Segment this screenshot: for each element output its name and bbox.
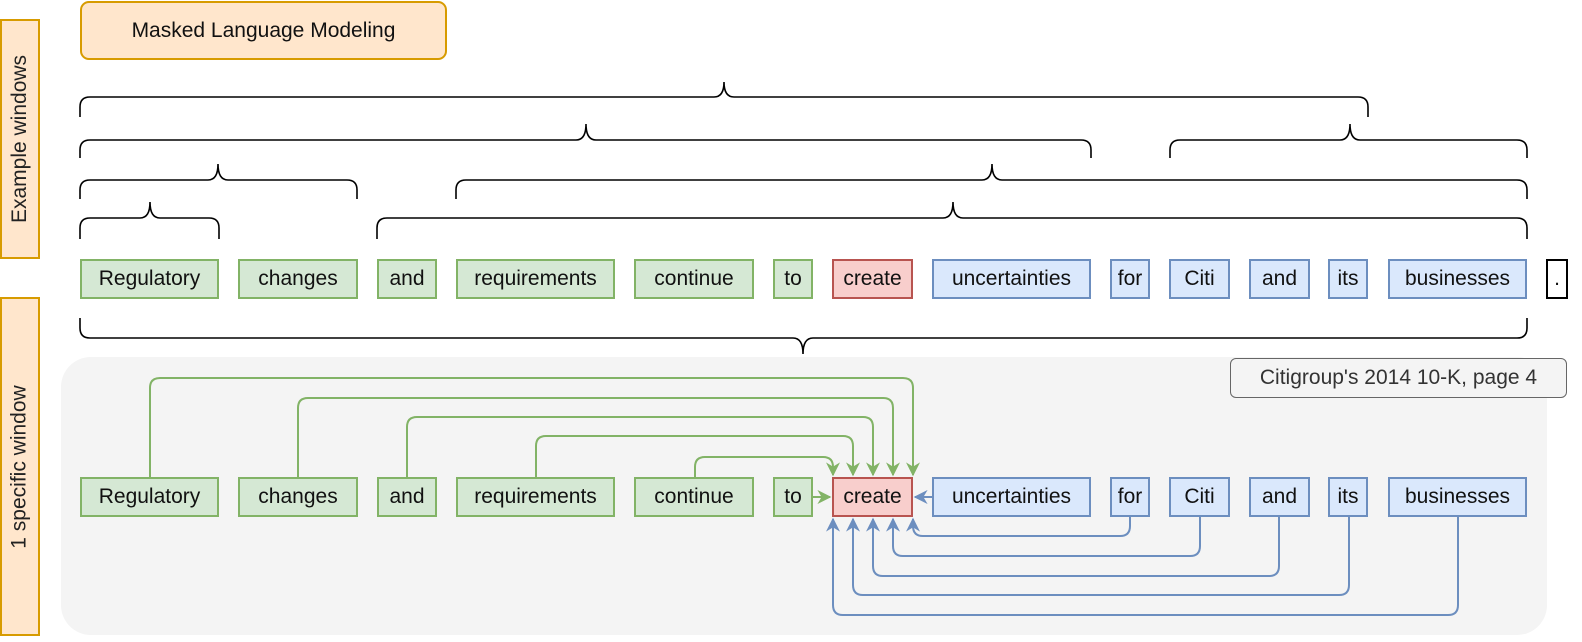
sentence-token: and (377, 259, 437, 299)
window-token: to (773, 477, 813, 517)
sentence-token: Citi (1169, 259, 1230, 299)
diagram-title: Masked Language Modeling (80, 1, 447, 60)
source-note: Citigroup's 2014 10-K, page 4 (1230, 358, 1567, 398)
sentence-token: to (773, 259, 813, 299)
context-arrow (297, 397, 900, 477)
window-token: Regulatory (80, 477, 219, 517)
context-arrow (535, 435, 860, 477)
sentence-token: its (1328, 259, 1368, 299)
sentence-token: uncertainties (932, 259, 1091, 299)
window-brace (79, 318, 1528, 355)
window-token: uncertainties (932, 477, 1091, 517)
context-arrow (846, 517, 1350, 596)
sentence-token: for (1110, 259, 1150, 299)
sentence-token: changes (238, 259, 358, 299)
masked-target-token: create (832, 477, 913, 517)
window-token: requirements (456, 477, 615, 517)
context-arrow (149, 377, 920, 477)
context-arrow (826, 517, 1459, 616)
context-arrow (906, 517, 1131, 537)
window-token: its (1328, 477, 1368, 517)
period-token: . (1546, 259, 1568, 299)
window-token: and (377, 477, 437, 517)
sentence-token: continue (634, 259, 754, 299)
window-token: for (1110, 477, 1150, 517)
sentence-token: and (1249, 259, 1310, 299)
sentence-token: Regulatory (80, 259, 219, 299)
context-arrow (886, 517, 1201, 557)
window-brace (79, 163, 358, 199)
window-token: changes (238, 477, 358, 517)
window-brace (79, 201, 220, 239)
context-arrow (866, 517, 1280, 577)
context-arrow (406, 416, 880, 477)
target-token: create (832, 259, 913, 299)
sentence-token: requirements (456, 259, 615, 299)
window-brace (79, 81, 1369, 117)
window-token: and (1249, 477, 1310, 517)
sentence-token: businesses (1388, 259, 1527, 299)
window-brace (376, 201, 1528, 239)
example-windows-label: Example windows (0, 19, 40, 259)
window-token: continue (634, 477, 754, 517)
window-token: businesses (1388, 477, 1527, 517)
window-token: Citi (1169, 477, 1230, 517)
window-brace (1169, 123, 1528, 158)
specific-window-label: 1 specific window (0, 297, 40, 636)
window-brace (455, 163, 1528, 199)
window-brace (79, 123, 1092, 158)
context-arrow (694, 456, 840, 477)
